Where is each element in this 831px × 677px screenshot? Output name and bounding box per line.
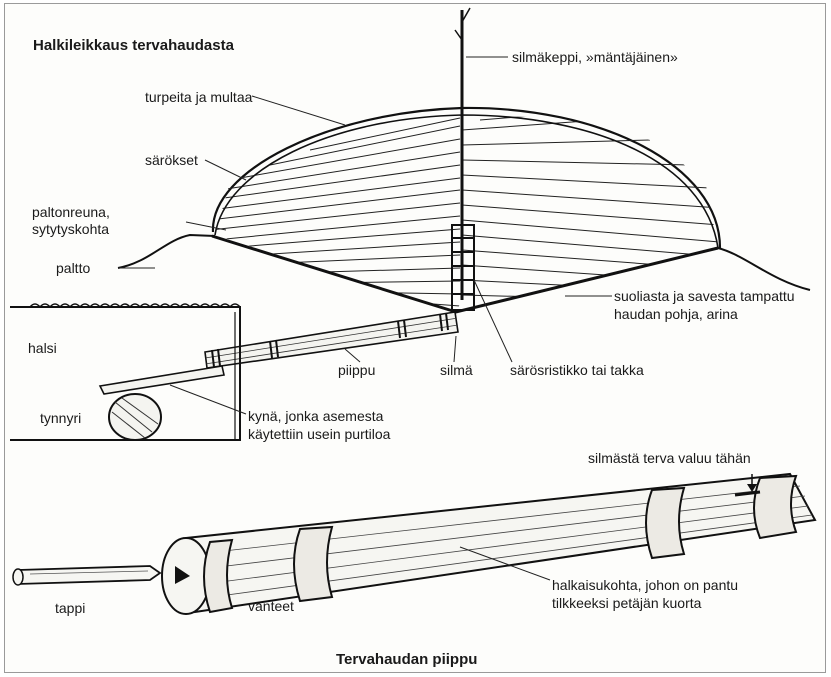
label-piippu: piippu	[338, 362, 375, 379]
label-silmakeppi: silmäkeppi, »mäntäjäinen»	[512, 49, 678, 66]
label-turpeita: turpeita ja multaa	[145, 89, 252, 106]
label-purtiloa: käytettiin usein purtiloa	[248, 426, 390, 443]
label-sarokset: särökset	[145, 152, 198, 169]
label-suoliasta: suoliasta ja savesta tampattu	[614, 288, 795, 305]
label-tappi: tappi	[55, 600, 85, 617]
label-kyna: kynä, jonka asemesta	[248, 408, 383, 425]
label-arina: haudan pohja, arina	[614, 306, 738, 323]
wood-stack-outline	[215, 115, 718, 248]
wood-stack-left	[210, 118, 460, 306]
kyna-trough	[100, 366, 224, 394]
ground-line	[118, 235, 810, 290]
label-silma: silmä	[440, 362, 473, 379]
label-sytytyskohta: sytytyskohta	[32, 221, 109, 238]
label-paltto: paltto	[56, 260, 90, 277]
turf-cover	[213, 108, 720, 248]
pipe-in-section	[205, 312, 458, 368]
wood-stack-right	[462, 116, 720, 297]
label-silmasta: silmästä terva valuu tähän	[588, 450, 751, 467]
label-halsi: halsi	[28, 340, 57, 357]
label-paltonreuna: paltonreuna,	[32, 204, 110, 221]
label-halkaisukohta: halkaisukohta, johon on pantu	[552, 577, 738, 594]
diagram-title: Halkileikkaus tervahaudasta	[33, 37, 234, 54]
label-vanteet: vanteet	[248, 598, 294, 615]
label-tynnyri: tynnyri	[40, 410, 81, 427]
label-sarosristikko: särösristikko tai takka	[510, 362, 644, 379]
bottom-title: Tervahaudan piippu	[336, 651, 477, 668]
barrel	[109, 394, 161, 440]
label-tilkkeeksi: tilkkeeksi petäjän kuorta	[552, 595, 701, 612]
